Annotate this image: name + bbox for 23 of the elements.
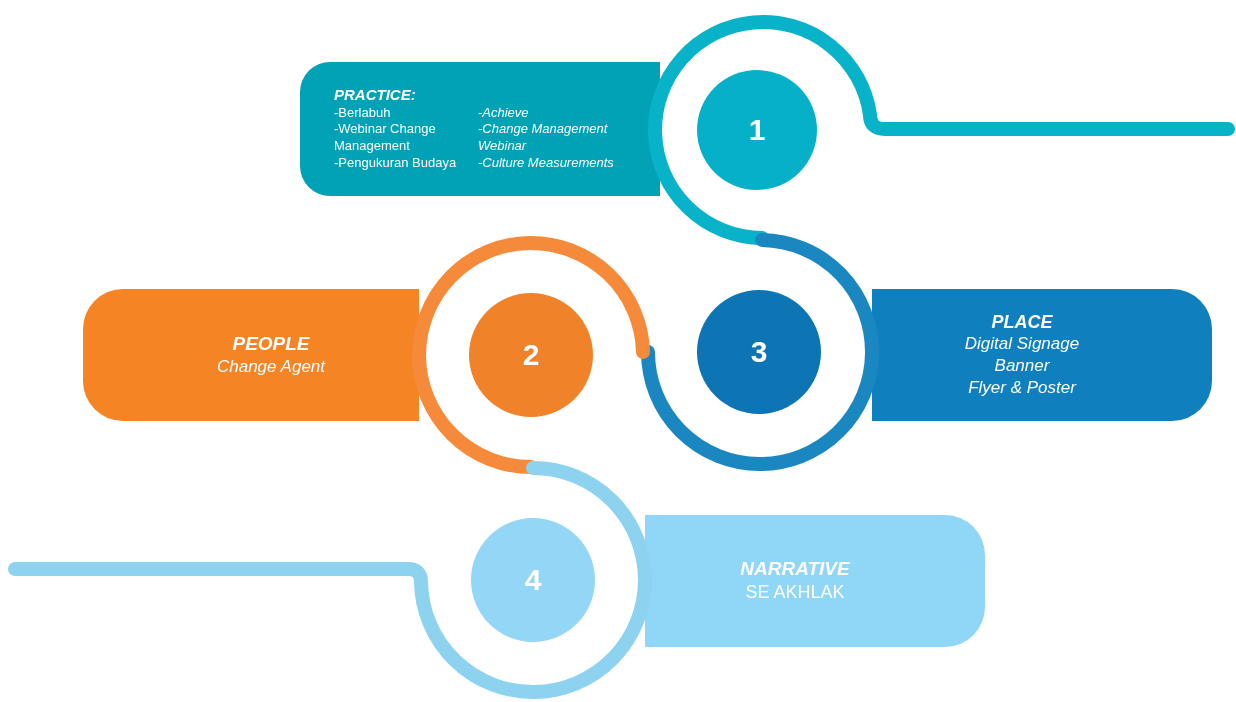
info-card bbox=[300, 62, 660, 196]
list-item: -Pengukuran Budaya bbox=[334, 155, 458, 173]
card-heading: PRACTICE: bbox=[334, 85, 416, 105]
info-card bbox=[872, 289, 1212, 421]
list-item: -Culture Measurements bbox=[478, 155, 615, 173]
card-text: Change Agent bbox=[216, 355, 326, 378]
step-number: 4 bbox=[524, 563, 542, 597]
card-heading: PLACE bbox=[991, 310, 1053, 334]
card-text: Flyer & Poster bbox=[968, 377, 1076, 400]
list-item: -Webinar Change Management bbox=[334, 121, 437, 156]
list-item: -Change Management Webinar bbox=[478, 121, 609, 156]
info-card bbox=[83, 289, 419, 421]
list-item: -Berlabuh bbox=[334, 104, 392, 122]
card-text: SE AKHLAK bbox=[745, 581, 845, 605]
card-text: Banner bbox=[994, 355, 1050, 378]
step-number: 1 bbox=[748, 113, 766, 147]
step-number: 2 bbox=[522, 338, 540, 372]
list-item: -Achieve bbox=[478, 104, 530, 122]
card-heading: PEOPLE bbox=[232, 332, 310, 356]
card-text: Digital Signage bbox=[964, 333, 1080, 356]
step-number: 3 bbox=[750, 335, 768, 369]
card-heading: NARRATIVE bbox=[740, 557, 850, 582]
info-card bbox=[645, 515, 985, 647]
